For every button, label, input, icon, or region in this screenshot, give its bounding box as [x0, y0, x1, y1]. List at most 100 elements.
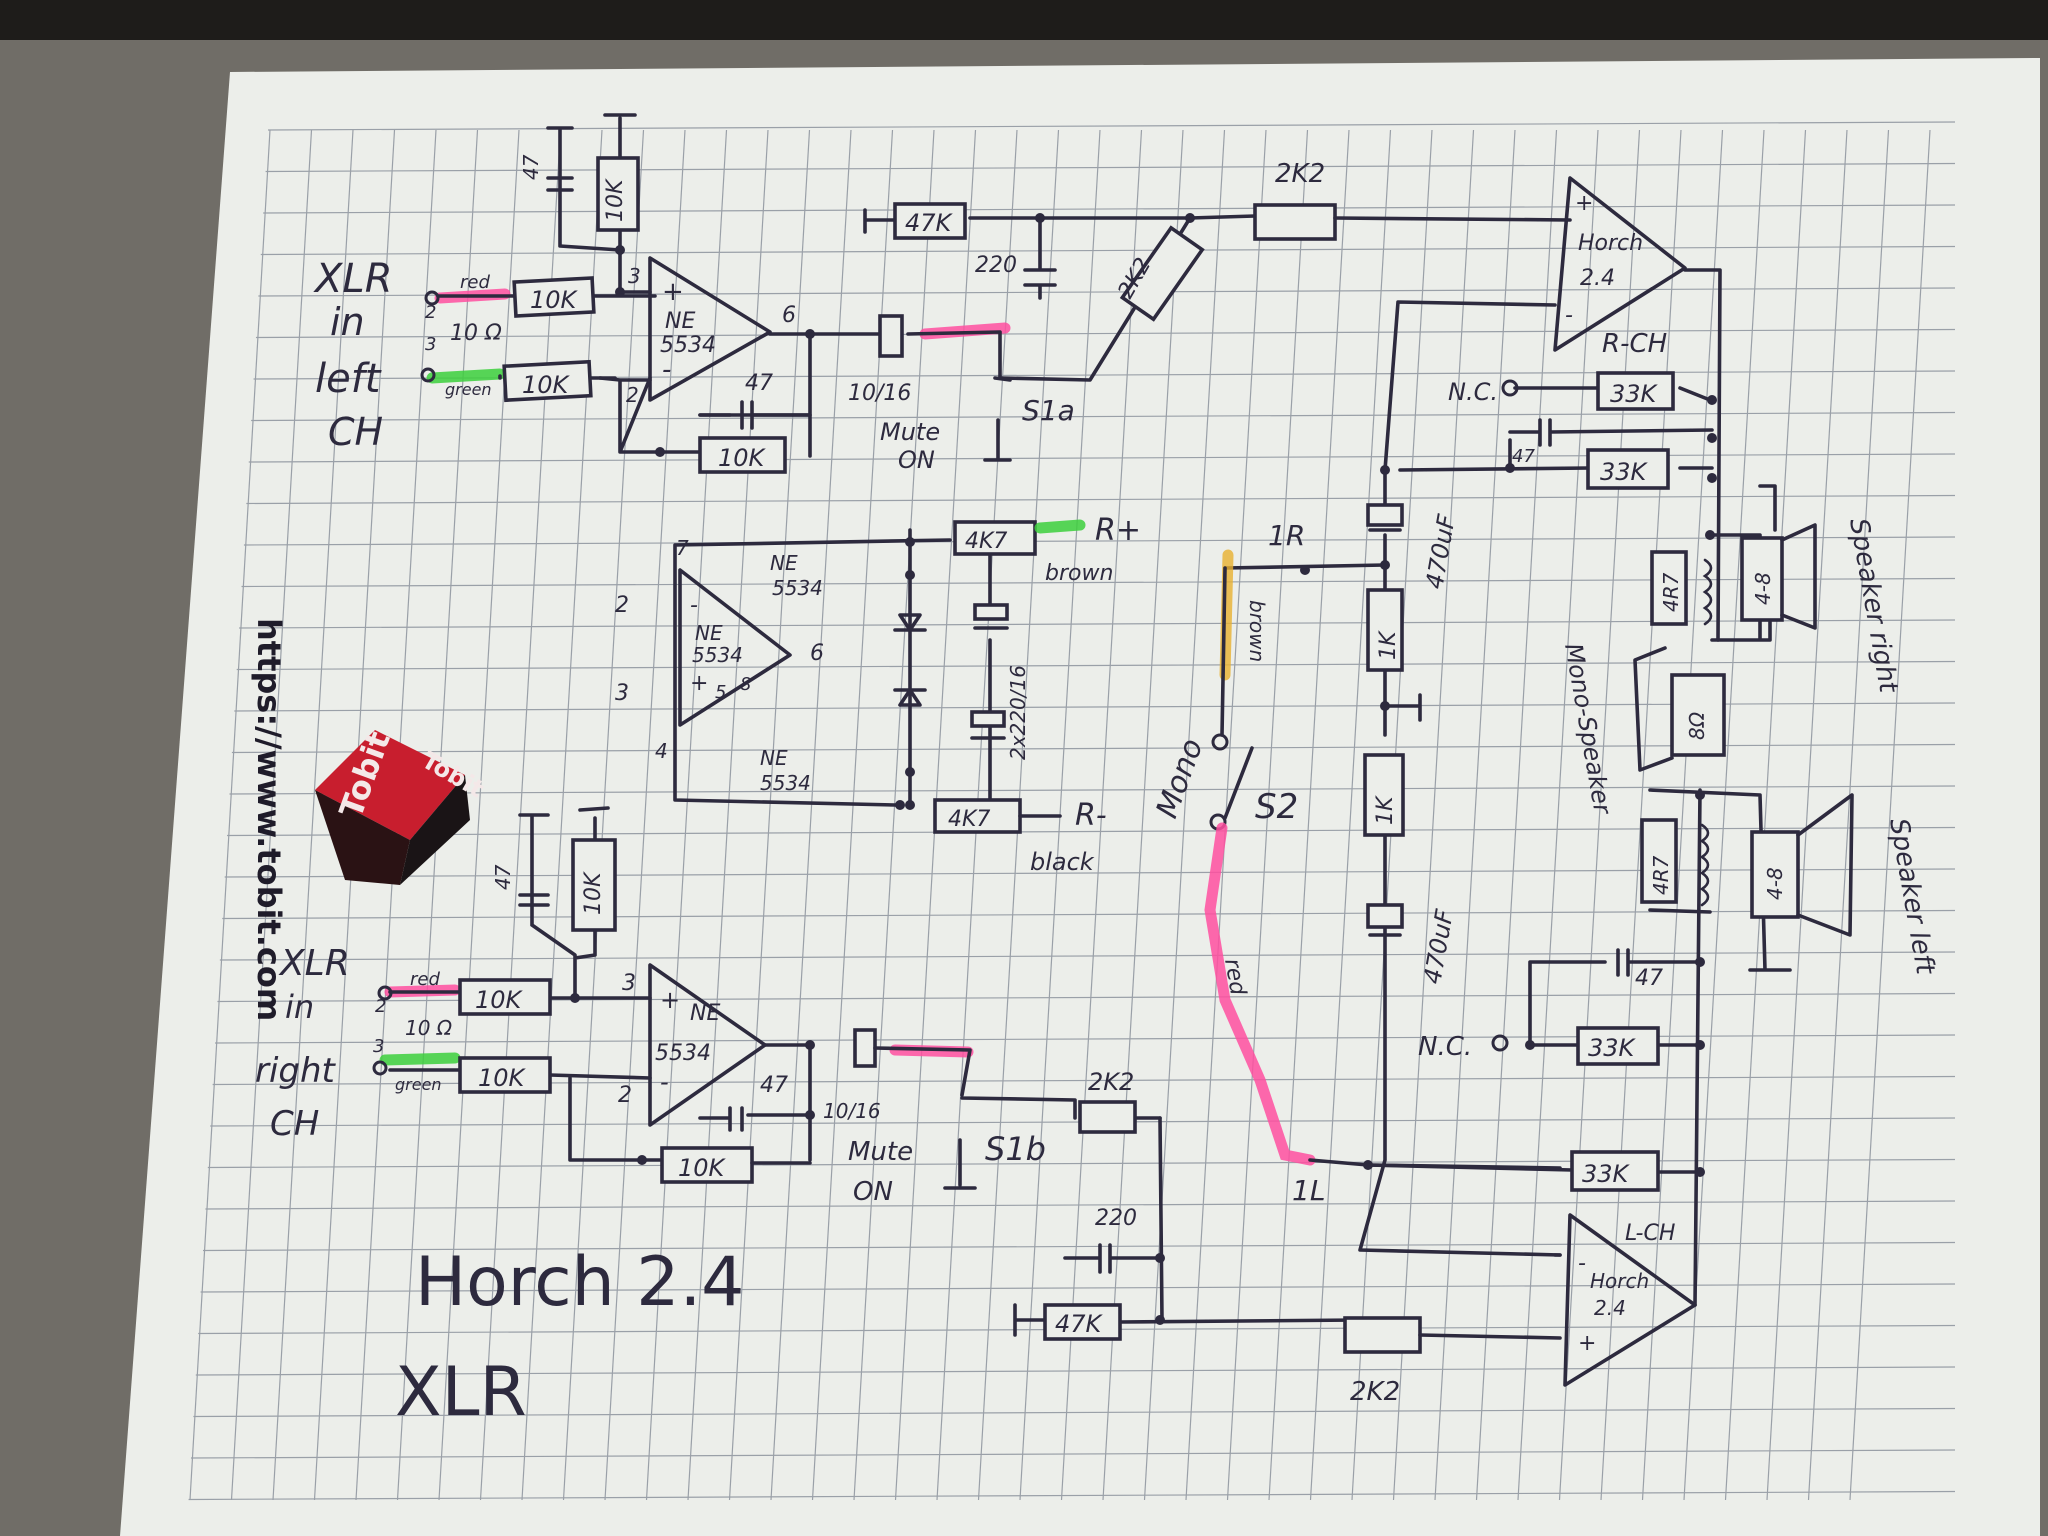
- power-supply: - + NE 5534 2 3 6 7 4 5 8 NE 5534 NE 553…: [615, 513, 1141, 876]
- green-label-top: green: [445, 380, 492, 399]
- red-label-top: red: [460, 272, 490, 293]
- horch-l-minus: -: [1578, 1251, 1586, 1276]
- ps-pin6: 6: [810, 641, 824, 666]
- op-pin3-a: 3: [628, 264, 641, 288]
- r33k-b: 33K: [1600, 458, 1649, 486]
- ne-b: NE: [690, 1001, 720, 1026]
- r4r7-a: 4R7: [1659, 572, 1683, 612]
- xlr-pin-3-top: [420, 367, 436, 383]
- brown-wire-label: brown: [1245, 600, 1269, 662]
- s1b: S1b: [985, 1130, 1046, 1168]
- green-label-bottom: green: [395, 1075, 442, 1094]
- r47k-top: 47K: [905, 209, 954, 237]
- tobit-logo: Tobit Tobit: [315, 726, 489, 885]
- sp48-left: 4-8: [1763, 867, 1787, 900]
- pink-highlight-top: [434, 288, 511, 304]
- r10k-e: 10K: [475, 986, 524, 1014]
- r4r7-b: 4R7: [1649, 855, 1673, 895]
- label-ch-top: CH: [328, 410, 383, 454]
- pin2-top: 2: [425, 302, 436, 323]
- op-pin3-b: 3: [622, 971, 636, 996]
- c-10-16-top: 10/16: [848, 381, 911, 406]
- r1k-a: 1K: [1376, 630, 1401, 660]
- r-plus: R+: [1095, 513, 1141, 548]
- minus-a: -: [662, 355, 671, 385]
- ne-ps: NE: [695, 621, 723, 645]
- nc-top: N.C.: [1448, 378, 1498, 406]
- ne5534-b: 5534: [655, 1041, 711, 1066]
- one-r: 1R: [1268, 519, 1305, 552]
- ps-pin2: 2: [615, 593, 629, 618]
- ps-pin5: 5: [715, 682, 726, 703]
- label-ch-bottom: CH: [270, 1104, 319, 1144]
- r10k-b: 10K: [522, 371, 571, 399]
- r2k2-bottom-small: 2K2: [1088, 1068, 1134, 1096]
- minus-b: -: [660, 1068, 669, 1096]
- r33k-d: 33K: [1582, 1160, 1631, 1188]
- ps-pin8: 8: [740, 674, 751, 695]
- s1a: S1a: [1022, 394, 1075, 427]
- l-ch-label: L-CH: [1625, 1221, 1675, 1246]
- dark-top-edge: [0, 0, 2048, 40]
- r10k-a: 10K: [530, 286, 579, 314]
- minus-ps: -: [690, 593, 698, 618]
- diagram-title: Horch 2.4: [415, 1243, 744, 1322]
- c47-d: 47: [760, 1073, 788, 1098]
- plus-a: +: [662, 277, 684, 307]
- left-input-stage: XLR in left CH 2 3 red green 10 Ω 10K 10…: [313, 40, 1572, 474]
- horch-r-plus: +: [1575, 191, 1593, 216]
- ne-a: NE: [665, 309, 695, 334]
- ne5534-4: 5534: [760, 771, 811, 795]
- right-input-stage: XLR in right CH 2 3 red green 10 Ω 10K 1…: [255, 806, 1562, 1407]
- label-xlr-bottom: XLR: [278, 943, 350, 984]
- label-in-bottom: in: [285, 988, 314, 1026]
- plus-b: +: [660, 986, 680, 1014]
- pin3-top: 3: [425, 334, 436, 355]
- r10k-d: 10K: [718, 444, 767, 472]
- c220-top: 220: [975, 253, 1017, 278]
- label-in-top: in: [330, 300, 365, 344]
- c47-b: 47: [745, 371, 773, 396]
- r33k-c: 33K: [1588, 1034, 1637, 1062]
- horch-r-ch: + - Horch 2.4 R-CH N.C. 33K 33K 47: [1380, 176, 1722, 642]
- r2k2-bottom: 2K2: [1350, 1377, 1400, 1407]
- ps-pin4: 4: [655, 739, 668, 763]
- v-2x220: 2x220/16: [1006, 665, 1030, 760]
- c47-c: 47: [491, 864, 515, 890]
- horch-r-minus: -: [1565, 303, 1573, 328]
- mute-top: Mute: [880, 418, 940, 446]
- r4k7-bottom: 4K7: [948, 807, 990, 832]
- r10k-h: 10K: [678, 1154, 727, 1182]
- pin3-bottom: 3: [373, 1036, 384, 1057]
- r1k-b: 1K: [1373, 795, 1398, 825]
- sp48-right: 4-8: [1751, 572, 1775, 605]
- horch-r-ver: 2.4: [1580, 266, 1615, 291]
- ne-7: NE: [770, 551, 798, 575]
- mute-bottom: Mute: [848, 1137, 913, 1167]
- green-highlight-bottom: [379, 1052, 461, 1066]
- r4k7-top: 4K7: [965, 529, 1007, 554]
- r10k-g: 10K: [581, 871, 606, 915]
- diagram-subtitle: XLR: [395, 1353, 527, 1432]
- c47-a: 47: [519, 154, 543, 180]
- label-right: right: [255, 1051, 337, 1091]
- one-l: 1L: [1292, 1174, 1325, 1207]
- c47-l: 47: [1635, 966, 1663, 991]
- ne-4: NE: [760, 746, 788, 770]
- pin2-bottom: 2: [375, 996, 386, 1017]
- horch-l-plus: +: [1578, 1331, 1596, 1356]
- op-pin2-b: 2: [618, 1083, 632, 1108]
- r33k-a: 33K: [1610, 380, 1659, 408]
- pink-wire-mono: [1204, 822, 1316, 1166]
- on-top: ON: [898, 446, 935, 474]
- s2-label: S2: [1255, 787, 1298, 827]
- horch-r-label: Horch: [1578, 231, 1643, 256]
- nc-bottom: N.C.: [1418, 1032, 1472, 1062]
- c47-r: 47: [1512, 446, 1535, 467]
- graph-grid: [188, 121, 1956, 1501]
- ten-ohm-bottom: 10 Ω: [405, 1016, 453, 1040]
- op-pin6-a: 6: [782, 303, 796, 328]
- brown-highlight: [1219, 549, 1234, 681]
- on-bottom: ON: [853, 1177, 893, 1207]
